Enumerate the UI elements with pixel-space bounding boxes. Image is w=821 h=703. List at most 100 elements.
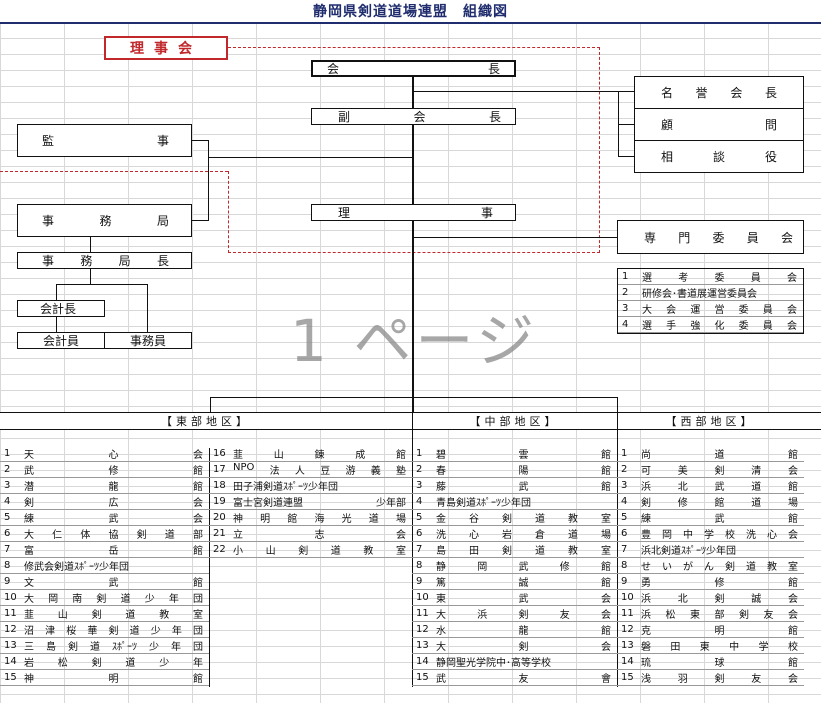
name-part: 会 [788, 466, 798, 477]
name-part: 島 [436, 546, 446, 557]
consultant-label-3: 役 [764, 150, 777, 164]
name-part: 静 [436, 562, 446, 573]
row-name: 大剣会 [436, 638, 617, 653]
committees-title-1: 専 [644, 230, 657, 245]
page-watermark: 1 ページ [290, 307, 539, 375]
name-part: 会 [193, 514, 203, 525]
row-name: 勇修館 [641, 574, 804, 589]
connector [210, 397, 618, 398]
name-part: 道 [568, 530, 578, 541]
advisor-box: 顧 問 [634, 108, 804, 141]
name-part: 光 [341, 514, 352, 525]
name-part: 義 [370, 466, 381, 477]
dojo-row: 10 大岡南剣道少年団 [0, 590, 209, 606]
clerk-box: 事務員 [104, 332, 192, 349]
name-part: 剣 [725, 562, 735, 573]
name-part: 館 [601, 626, 611, 637]
row-number: 1 [4, 448, 11, 459]
row-name: 大岡南剣道少年団 [24, 590, 209, 605]
name-part: 心 [767, 530, 777, 541]
name-part: 場 [601, 530, 611, 541]
name-part: 教 [363, 546, 374, 557]
row-number: 16 [213, 448, 226, 459]
committees-title-2: 門 [678, 230, 691, 245]
name-part: 道 [751, 498, 762, 509]
row-number: 12 [621, 624, 634, 635]
row-name: 修武会剣道ｽﾎﾟｰﾂ少年団 [24, 558, 209, 573]
name-part: 山 [57, 610, 68, 621]
row-name: 島田剣道教室 [436, 542, 617, 557]
name-part: 小 [233, 546, 243, 557]
name-part: 館 [788, 482, 798, 493]
name-part: 尚 [641, 450, 651, 461]
row-number: 15 [621, 672, 634, 683]
row-name: 選考委員会 [642, 269, 803, 284]
name-part: 武 [518, 482, 529, 493]
name-part: 誠 [751, 594, 762, 605]
name-part: 静岡聖光学院中･高等学校 [436, 658, 551, 669]
name-part: 春 [436, 466, 446, 477]
name-part: 龍 [518, 626, 529, 637]
name-part: 少 [150, 626, 161, 637]
name-part: 武 [108, 578, 119, 589]
row-number: 6 [416, 528, 423, 539]
board-outline-top [228, 47, 600, 48]
row-number: 13 [416, 640, 429, 651]
row-number: 22 [213, 544, 226, 555]
row-number: 7 [416, 544, 423, 555]
secretariat-label-1: 事 [42, 214, 55, 228]
name-part: 岡 [48, 594, 59, 605]
vp-label-3: 長 [488, 110, 501, 124]
row-name: 克明館 [641, 622, 804, 637]
name-part: 浜 [477, 610, 488, 621]
accountant-label: 会計員 [42, 334, 79, 348]
name-part: 明 [108, 674, 119, 685]
name-part: 協 [108, 530, 119, 541]
region-divider [412, 412, 413, 687]
name-part: 谷 [469, 514, 479, 525]
name-part: 岩 [24, 658, 34, 669]
row-number: 9 [621, 576, 628, 587]
name-part: 学 [758, 642, 769, 653]
row-number: 9 [4, 576, 11, 587]
row-name: 浜北剣道ｽﾎﾟｰﾂ少年団 [641, 542, 804, 557]
name-part: 琉 [641, 658, 651, 669]
name-part: 員 [762, 321, 773, 332]
consultant-label-2: 談 [712, 150, 725, 164]
name-part: 美 [677, 466, 688, 477]
name-part: 会 [601, 642, 611, 653]
name-part: 団 [193, 626, 203, 637]
row-number: 10 [4, 592, 17, 603]
advisor-label-2: 問 [764, 118, 777, 132]
row-name: 磐田東中学校 [641, 638, 804, 653]
row-name: 剣広会 [24, 494, 209, 509]
name-part: 磐 [641, 642, 651, 653]
name-part: 剣 [518, 642, 529, 653]
name-part: 館 [601, 562, 611, 573]
row-name: 富士宮剣道連盟少年部 [233, 494, 412, 509]
name-part: 塾 [395, 466, 406, 477]
accounting-chief-box: 会計長 [17, 300, 105, 317]
name-part: 道 [751, 482, 762, 493]
name-part: 年 [192, 658, 203, 669]
committees-title-3: 委 [712, 230, 725, 245]
name-part: 年 [171, 626, 182, 637]
row-number: 2 [621, 464, 628, 475]
row-name: 選手強化委員会 [642, 317, 803, 332]
row-number: 12 [416, 624, 429, 635]
name-part: 館 [601, 578, 611, 589]
name-part: 東 [699, 642, 710, 653]
board-outline-right [599, 47, 600, 253]
president-box: 会 長 [311, 60, 516, 77]
board-outline-left [228, 171, 229, 253]
column-divider [209, 448, 210, 687]
name-part: 会 [787, 273, 797, 284]
